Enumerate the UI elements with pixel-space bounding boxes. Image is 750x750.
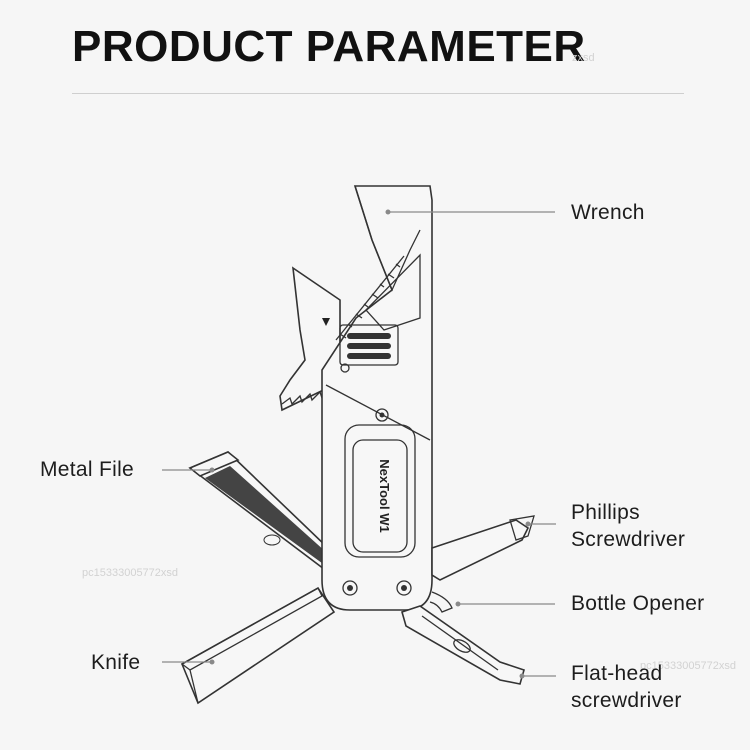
label-knife: Knife: [91, 651, 141, 674]
brand-logo: NexTool W1: [377, 459, 392, 532]
knife-blade: [180, 586, 336, 705]
adjustment-wheel: [339, 324, 399, 366]
label-metal-file: Metal File: [40, 458, 135, 481]
label-bottle-opener: Bottle Opener: [571, 592, 705, 615]
label-phillips-line2: Screwdriver: [571, 528, 686, 551]
label-wrench: Wrench: [571, 201, 645, 224]
page-title: PRODUCT PARAMETER: [72, 22, 586, 71]
watermark: zxsd: [572, 52, 595, 64]
wrench-body: NexTool W1: [321, 185, 433, 611]
ruler-marks: [335, 255, 405, 341]
leader-lines: [162, 209, 556, 679]
label-flathead-line1: Flat-head: [571, 662, 663, 685]
label-phillips-line1: Phillips: [571, 501, 640, 524]
bottle-opener: [429, 591, 453, 613]
metal-file: [188, 451, 329, 574]
watermark: pc15333005772xsd: [640, 660, 737, 672]
title-divider: [72, 93, 684, 94]
phillips-screwdriver: [431, 515, 535, 581]
flathead-screwdriver: [401, 605, 525, 685]
label-flathead-line2: screwdriver: [571, 689, 682, 712]
watermark: pc15333005772xsd: [82, 567, 179, 579]
